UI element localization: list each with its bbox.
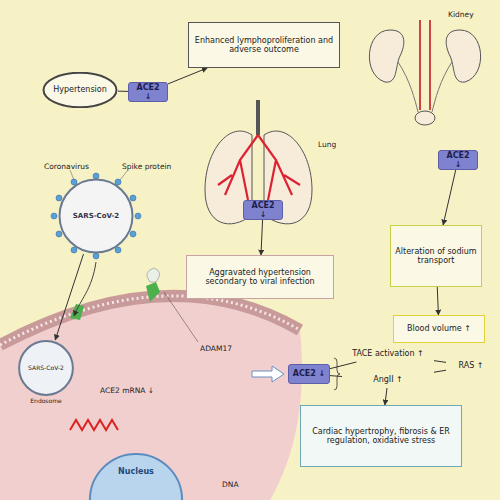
- cell-membrane: [0, 296, 300, 345]
- part-label: DNA: [222, 480, 239, 489]
- node-text: Nucleus: [115, 466, 157, 477]
- node-text: Cardiac hypertrophy, fibrosis & ER regul…: [301, 426, 461, 446]
- adam17-symbol: [146, 282, 160, 302]
- process-box: Aggravated hypertension secondary to vir…: [186, 255, 334, 299]
- node-text: ACE2 ↓: [244, 200, 282, 220]
- shed-ace2: [147, 268, 160, 282]
- node-text: Enhanced lymphoproliferation and adverse…: [189, 35, 339, 55]
- node-text: Alteration of sodium transport: [391, 246, 481, 266]
- node-text: Hypertension: [50, 84, 110, 95]
- node-text: TACE activation ↑: [349, 348, 427, 359]
- connector-arrow: [434, 361, 446, 363]
- node-text: Blood volume ↑: [404, 323, 474, 334]
- effect-text: RAS ↑: [446, 358, 496, 374]
- endosome: SARS-CoV-2Endosome: [18, 340, 74, 396]
- node-text: ACE2 ↓: [439, 150, 477, 170]
- nucleus: Nucleus: [88, 452, 184, 500]
- virus-spikes: [51, 173, 141, 259]
- bracket: [334, 358, 340, 390]
- process-box: Enhanced lymphoproliferation and adverse…: [188, 22, 340, 68]
- part-label: ACE2 mRNA ↓: [100, 386, 154, 395]
- connector-arrow: [330, 362, 356, 369]
- part-label: ADAM17: [200, 344, 232, 353]
- part-label: Coronavirus: [44, 162, 89, 171]
- connector-arrow: [437, 287, 438, 315]
- connector-arrow: [55, 254, 83, 340]
- ace2-tag: ACE2 ↓: [288, 364, 330, 384]
- effect-text: TACE activation ↑: [342, 346, 434, 362]
- process-box: Cardiac hypertrophy, fibrosis & ER regul…: [300, 405, 462, 467]
- process-box: Blood volume ↑: [393, 315, 485, 343]
- connector-arrow: [118, 91, 128, 92]
- node-text: SARS-CoV-2: [25, 364, 67, 373]
- connector-arrow: [261, 220, 263, 255]
- part-label: Lung: [318, 140, 336, 149]
- node-text: ACE2 ↓: [290, 368, 329, 379]
- node-text: RAS ↑: [455, 360, 486, 371]
- node-text: SARS-CoV-2: [70, 211, 122, 221]
- ace2-tag: ACE2 ↓: [243, 200, 283, 220]
- kidney-illustration: [369, 20, 480, 125]
- condition-oval: Hypertension: [42, 72, 118, 108]
- lung-illustration: [205, 100, 312, 224]
- membrane-dots: [0, 296, 300, 345]
- leader-line: [120, 170, 128, 180]
- node-text: Aggravated hypertension secondary to vir…: [187, 267, 333, 287]
- virus-particle: SARS-CoV-2: [58, 178, 134, 254]
- ace2-receptor: [70, 304, 84, 320]
- node-caption: Endosome: [0, 396, 94, 405]
- ace2-tag: ACE2 ↓: [438, 150, 478, 170]
- leader-line: [164, 292, 198, 342]
- connector-arrow: [330, 375, 342, 377]
- mrna-wave: [70, 420, 118, 430]
- node-text: AngII ↑: [370, 374, 406, 385]
- ace2-tag: ACE2 ↓: [128, 82, 168, 102]
- connector-arrow: [385, 388, 387, 405]
- leader-line: [70, 170, 74, 180]
- entry-arrow: [74, 262, 96, 316]
- connector-arrow: [168, 68, 207, 84]
- effect-text: AngII ↑: [342, 372, 434, 388]
- part-label: Spike protein: [122, 162, 171, 171]
- process-box: Alteration of sodium transport: [390, 225, 482, 287]
- part-label: Kidney: [448, 10, 474, 19]
- connector-arrow: [434, 370, 446, 372]
- node-text: ACE2 ↓: [129, 82, 167, 102]
- hollow-arrow: [252, 366, 284, 382]
- connector-arrow: [443, 170, 456, 225]
